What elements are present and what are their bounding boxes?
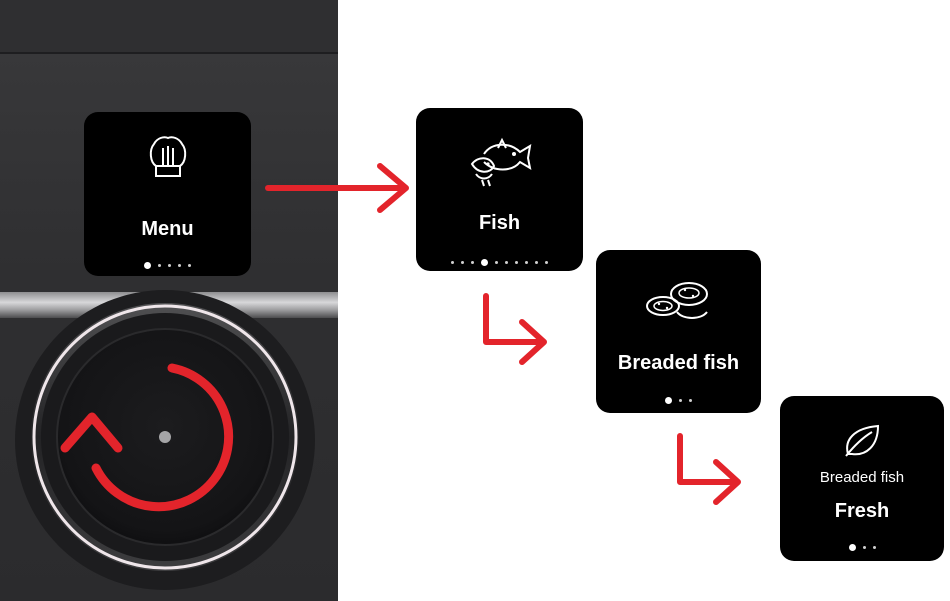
- page-dot: [863, 546, 866, 549]
- page-dot: [505, 261, 508, 264]
- screen-title: Fish: [416, 212, 583, 235]
- page-dot: [451, 261, 454, 264]
- oven-control-panel: Menu: [0, 0, 338, 601]
- screen-fish[interactable]: Fish: [416, 108, 583, 271]
- page-dot: [158, 264, 161, 267]
- page-indicator: [596, 397, 761, 404]
- screen-breaded-fish[interactable]: Breaded fish: [596, 250, 761, 413]
- page-dot-active: [481, 259, 488, 266]
- page-dot: [525, 261, 528, 264]
- page-dot-active: [665, 397, 672, 404]
- arrow-down-right-icon: [486, 296, 544, 362]
- page-dot: [168, 264, 171, 267]
- page-dot: [545, 261, 548, 264]
- screen-title: Breaded fish: [596, 352, 761, 375]
- arrow-down-right-icon: [680, 436, 738, 502]
- breaded-fish-icon: [596, 280, 761, 326]
- knob-center-dot: [159, 431, 171, 443]
- page-dot-active: [144, 262, 151, 269]
- page-indicator: [84, 262, 251, 269]
- page-dot: [461, 261, 464, 264]
- page-dot: [679, 399, 682, 402]
- screen-fresh[interactable]: Breaded fish Fresh: [780, 396, 944, 561]
- page-dot: [471, 261, 474, 264]
- page-dot: [178, 264, 181, 267]
- page-indicator: [780, 544, 944, 551]
- page-dot: [689, 399, 692, 402]
- page-dot: [188, 264, 191, 267]
- page-dot: [495, 261, 498, 264]
- page-dot-active: [849, 544, 856, 551]
- leaf-icon: [780, 424, 944, 458]
- control-knob[interactable]: [0, 0, 338, 601]
- screen-menu[interactable]: Menu: [84, 112, 251, 276]
- chef-hat-icon: [84, 132, 251, 182]
- page-dot: [515, 261, 518, 264]
- screen-subtitle: Breaded fish: [780, 469, 944, 486]
- page-dot: [535, 261, 538, 264]
- screen-title: Menu: [84, 218, 251, 241]
- fish-icon: [416, 134, 583, 190]
- page-indicator: [416, 259, 583, 266]
- screen-title: Fresh: [780, 500, 944, 523]
- page-dot: [873, 546, 876, 549]
